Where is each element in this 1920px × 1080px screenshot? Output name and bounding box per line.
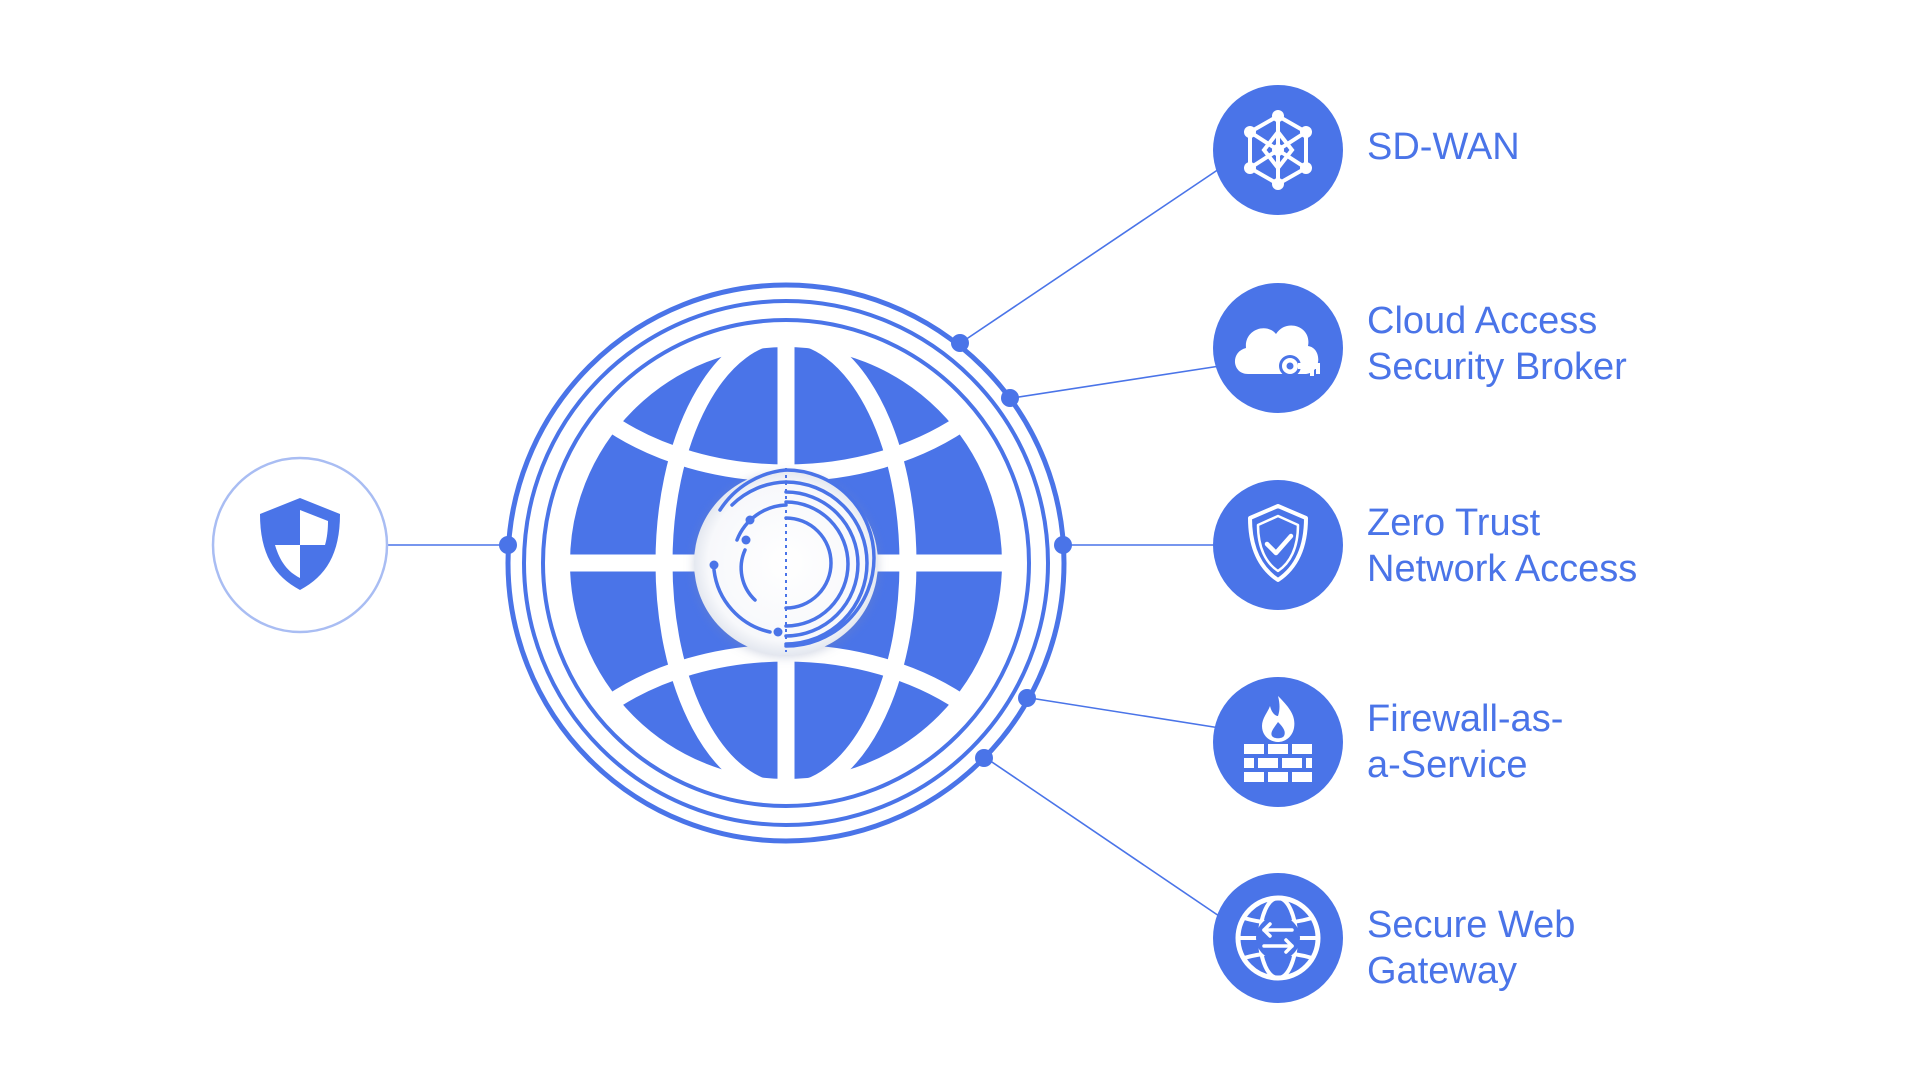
junction-dot [1001, 389, 1019, 407]
connector-sd-wan [961, 166, 1223, 343]
service-node-swg [1213, 873, 1343, 1003]
junction-dot [499, 536, 517, 554]
junction-dot [951, 334, 969, 352]
connector-casb [1011, 365, 1221, 399]
shield-icon [260, 498, 340, 590]
hub-outer-ring [505, 282, 1067, 844]
junction-dot [975, 749, 993, 767]
shield-check-icon [1248, 504, 1308, 582]
service-label-sd-wan: SD-WAN [1367, 126, 1520, 168]
source-node [211, 456, 389, 634]
connector-fwaas [1029, 697, 1221, 729]
service-label-ztna: Zero Trust Network Access [1367, 502, 1638, 590]
hub-globe [505, 282, 1067, 844]
junction-dot [1054, 536, 1072, 554]
junction-dots [499, 334, 1072, 767]
firewall-icon [1244, 696, 1312, 782]
hub-inner-ring [541, 318, 1031, 808]
service-node-sd-wan [1213, 85, 1343, 215]
service-node-casb [1213, 283, 1343, 413]
cloud-key-icon [1234, 325, 1320, 377]
connector-lines [386, 166, 1223, 919]
hub-middle-ring [522, 299, 1050, 827]
globe-arrows-icon [1235, 895, 1321, 981]
service-node-fwaas [1213, 677, 1343, 807]
service-label-casb: Cloud Access Security Broker [1367, 300, 1627, 388]
service-node-ztna [1213, 480, 1343, 610]
service-label-swg: Secure Web Gateway [1367, 904, 1576, 992]
connector-swg [985, 757, 1223, 919]
junction-dot [1018, 689, 1036, 707]
service-label-fwaas: Firewall-as- a-Service [1367, 698, 1564, 786]
circular-logo-icon [694, 468, 878, 655]
